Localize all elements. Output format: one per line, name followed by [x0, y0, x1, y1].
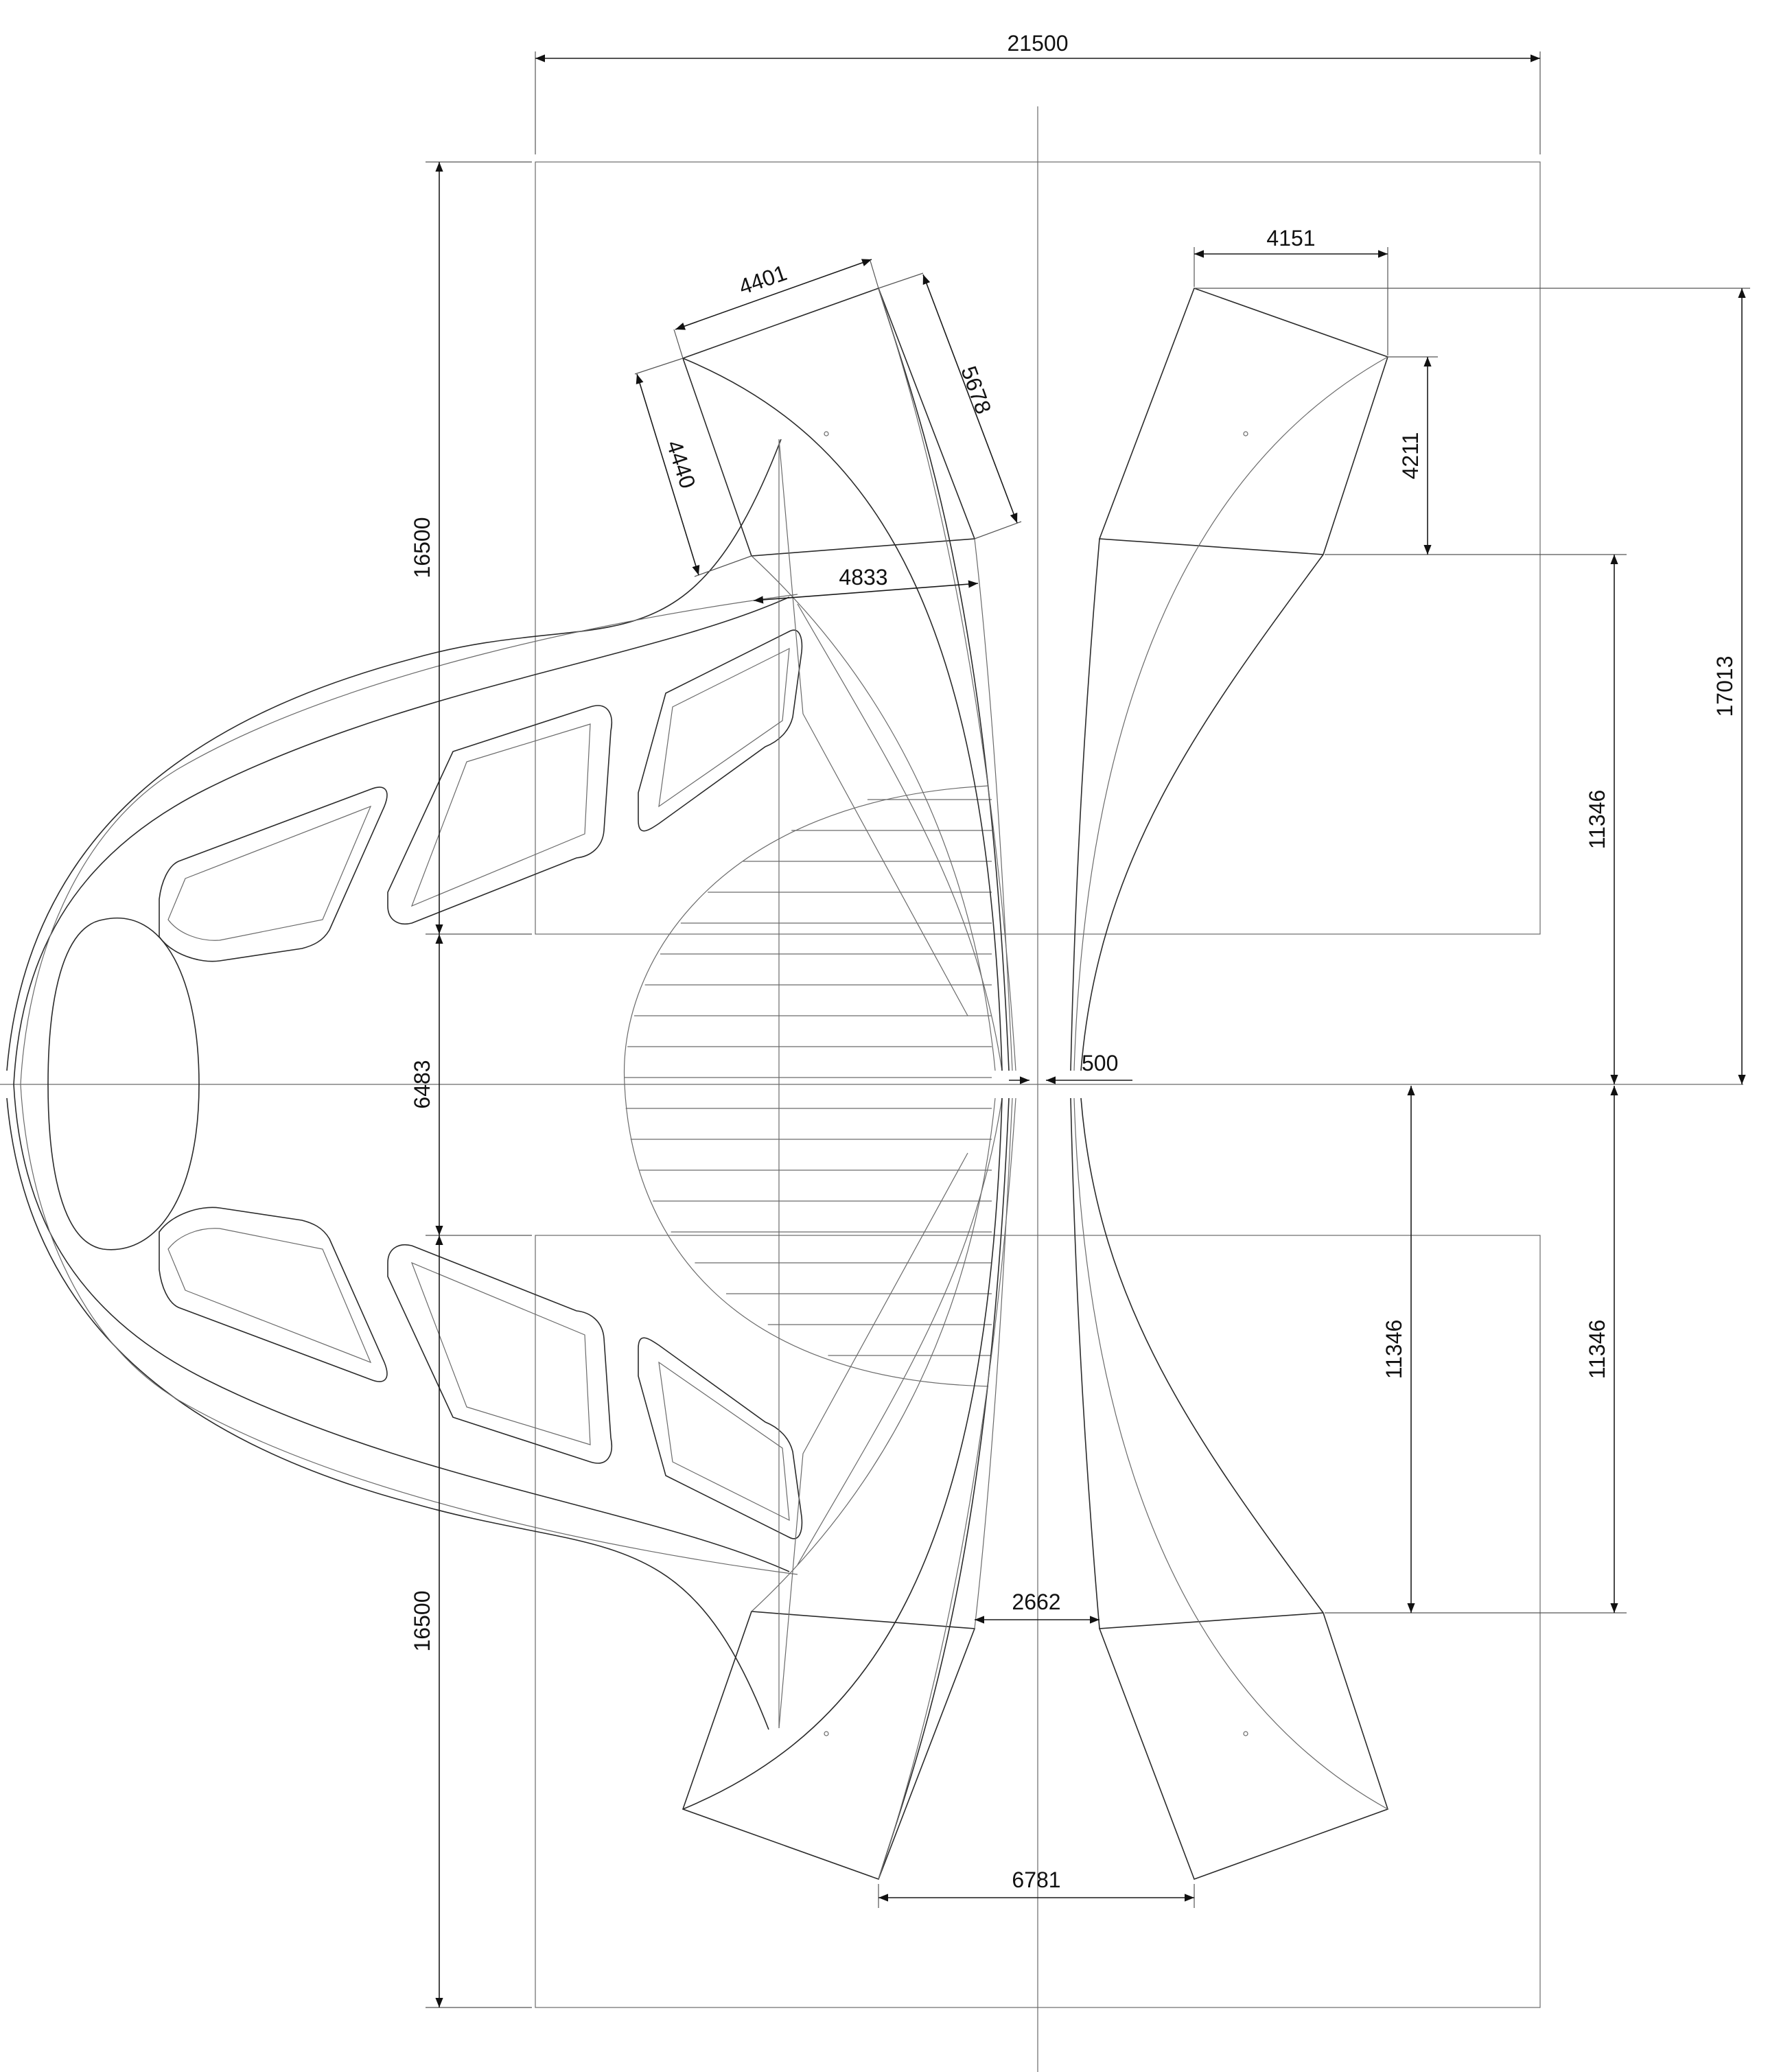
upper-left-leg-back	[751, 555, 996, 1071]
dim-waist-gap: 2662	[1012, 1590, 1060, 1614]
dim-module-edge-a: 4401	[736, 260, 790, 299]
window-upper-1-inner	[167, 805, 372, 941]
window-lower-1	[159, 1207, 388, 1382]
window-openings	[159, 629, 803, 1539]
lower-right-module	[1070, 1097, 1389, 1881]
canopy-fold-top	[797, 603, 1003, 1071]
oval-opening	[47, 918, 200, 1250]
window-lower-2-inner	[410, 1261, 591, 1445]
window-upper-1	[159, 787, 388, 962]
canopy-inner-top	[13, 596, 790, 1085]
central-stair	[625, 799, 992, 1356]
dim-left-height-top: 16500	[410, 517, 434, 579]
window-upper-2-inner	[410, 723, 591, 907]
dim-right-module-side: 4211	[1398, 432, 1423, 480]
dim-module-edge-b: 5678	[956, 363, 996, 417]
dim-module-edge-c: 4440	[662, 437, 700, 491]
dim-center-gap: 500	[1082, 1051, 1118, 1075]
lower-left-leg-outer	[878, 1097, 1010, 1880]
dim-overall-width: 21500	[1008, 31, 1069, 56]
window-lower-3	[638, 1337, 803, 1539]
lower-left-leg-inner	[682, 1097, 1003, 1810]
dim-left-height-mid: 6483	[410, 1060, 434, 1108]
dim-left-height-bottom: 16500	[410, 1591, 434, 1652]
lower-right-leg-c	[1073, 1097, 1388, 1810]
dim-module-diag-line	[753, 580, 979, 604]
window-upper-2	[387, 705, 612, 924]
upper-left-diag	[778, 439, 968, 1016]
lower-left-leg-front	[974, 1097, 1013, 1629]
lower-left-module	[682, 1084, 1016, 1881]
upper-left-leg-mid	[878, 288, 1016, 1071]
dimension-lines: 21500 16500 6483 16500 4401 5678 4440 48…	[410, 31, 1750, 2008]
upper-right-point	[1243, 431, 1248, 436]
upper-left-leg-outer	[878, 288, 1010, 1071]
dim-right-height-upper: 11346	[1585, 790, 1609, 850]
window-upper-3-inner	[658, 647, 790, 808]
upper-right-quad	[1098, 287, 1389, 555]
dim-bottom-spread: 6781	[1012, 1867, 1060, 1892]
lower-left-quad	[682, 1611, 976, 1881]
lower-left-leg-back	[751, 1097, 996, 1612]
center-axes	[0, 106, 1743, 2072]
upper-left-module	[682, 287, 1016, 1084]
canopy-outer-top	[6, 439, 782, 1071]
window-lower-2	[387, 1244, 612, 1464]
upper-right-leg-a	[1080, 554, 1324, 1071]
upper-left-leg-front	[974, 538, 1013, 1071]
upper-right-leg-c	[1073, 356, 1388, 1071]
upper-left-leg-inner	[682, 358, 1003, 1071]
lower-right-point	[1243, 1731, 1248, 1736]
lower-left-leg-mid	[878, 1097, 1016, 1880]
dim-module-c-line	[636, 373, 700, 576]
upper-left-quad	[682, 287, 976, 557]
stair-arc	[623, 785, 989, 1387]
dim-right-module-top: 4151	[1266, 226, 1315, 251]
lower-right-quad	[1098, 1612, 1389, 1881]
window-lower-1-inner	[167, 1228, 372, 1364]
lower-right-leg-a	[1080, 1097, 1324, 1614]
dim-right-height-lower-outer: 11346	[1585, 1320, 1609, 1380]
dim-right-height-lower-inner: 11346	[1382, 1320, 1406, 1380]
canopy-rib-bottom	[20, 1084, 798, 1575]
window-lower-3-inner	[658, 1361, 790, 1522]
outer-canopy	[6, 439, 1003, 1730]
lower-right-leg-b	[1070, 1097, 1100, 1629]
upper-left-point	[824, 431, 829, 436]
lower-left-point	[824, 1731, 829, 1736]
dim-right-height-total: 17013	[1712, 656, 1737, 717]
canopy-rib-top	[20, 594, 798, 1085]
window-upper-3	[638, 629, 803, 832]
canopy-fold-bottom	[797, 1097, 1003, 1565]
dim-module-diag: 4833	[839, 565, 887, 590]
upper-right-leg-b	[1070, 538, 1100, 1071]
upper-right-module	[1070, 287, 1389, 1071]
lower-left-diag	[778, 1152, 968, 1729]
dim-module-b-line	[922, 274, 1018, 524]
canopy-outer-bottom	[6, 1097, 769, 1730]
dim-module-a-line	[675, 259, 872, 330]
canopy-inner-bottom	[13, 1084, 790, 1572]
